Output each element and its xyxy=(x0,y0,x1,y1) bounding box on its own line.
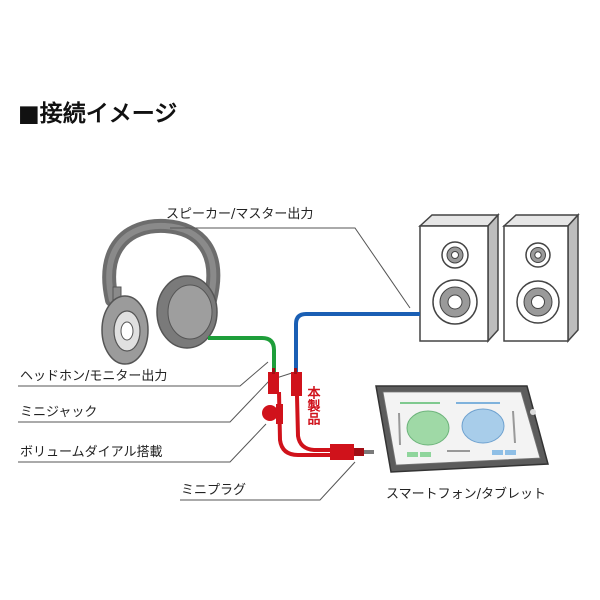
label-volume-dial: ボリュームダイアル搭載 xyxy=(20,444,162,460)
label-smartphone-tablet: スマートフォン/タブレット xyxy=(386,486,546,502)
label-mini-plug: ミニプラグ xyxy=(181,483,246,498)
speakers xyxy=(418,213,580,343)
leader-lines xyxy=(18,227,411,501)
headphone-output-leader xyxy=(18,361,269,387)
label-headphone-output: ヘッドホン/モニター出力 xyxy=(20,369,167,384)
green-cable xyxy=(208,336,276,372)
mini-plug xyxy=(330,444,354,460)
label-mini-jack: ミニジャック xyxy=(20,405,97,420)
mini-jack-leader xyxy=(18,371,296,423)
mini-plug-leader xyxy=(180,461,356,501)
label-product: 本製品 xyxy=(305,385,322,426)
product-cable xyxy=(262,368,374,460)
speaker-output-leader xyxy=(170,227,411,309)
headphones xyxy=(101,218,221,365)
mini-jack-left xyxy=(268,372,279,394)
volume-dial-leader xyxy=(18,423,267,463)
right-speaker xyxy=(502,213,580,343)
blue-cable xyxy=(294,312,420,372)
volume-dial xyxy=(262,405,278,421)
label-speaker-output: スピーカー/マスター出力 xyxy=(166,207,313,222)
tablet xyxy=(375,385,549,473)
mini-jack-right xyxy=(291,372,302,396)
page-title: ■接続イメージ xyxy=(18,101,178,127)
left-speaker xyxy=(418,213,500,343)
